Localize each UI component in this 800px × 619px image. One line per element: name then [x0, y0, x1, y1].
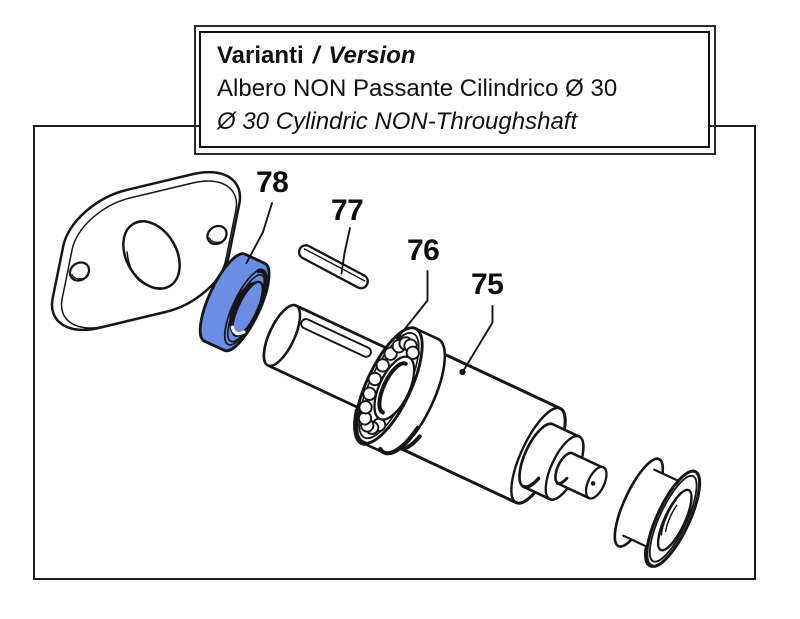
- leader-76: [395, 270, 429, 341]
- title-line-variant: Varianti / Version: [217, 39, 708, 72]
- title-line-italian: Albero NON Passante Cilindrico Ø 30: [217, 75, 618, 102]
- key-77: [297, 244, 369, 290]
- title-box-shadow-border: [194, 25, 716, 155]
- part-label-76: 76: [407, 234, 440, 267]
- title-box: Varianti / Version Albero NON Passante Cil…: [199, 31, 710, 148]
- title-varianti: Varianti: [217, 42, 304, 69]
- flange-bolt-hole-top: [206, 224, 228, 246]
- title-version: Version: [328, 42, 416, 69]
- leader-78: [245, 202, 273, 264]
- part-label-75: 75: [471, 268, 504, 301]
- title-line-english: Ø 30 Cylindric NON-Throughshaft: [217, 108, 578, 135]
- leader-dot-75: [459, 368, 466, 376]
- shaft-end-face: [584, 465, 608, 500]
- bearing-76: [353, 326, 447, 456]
- keyway-slot: [300, 318, 372, 358]
- part-label-77: 77: [331, 194, 364, 227]
- leader-77: [340, 227, 351, 275]
- bearing-balls: [357, 336, 420, 435]
- title-separator: /: [312, 42, 320, 69]
- part-label-78: 78: [256, 166, 289, 199]
- leader-dot-76: [395, 333, 402, 341]
- flange-plate: [44, 161, 248, 341]
- flange-bolt-hole-bottom: [68, 261, 91, 282]
- leader-75: [459, 305, 494, 376]
- shaft-center-hole: [590, 481, 596, 486]
- end-ring: [613, 457, 702, 568]
- bearing-inner-race: [373, 355, 416, 421]
- seal-78: [198, 252, 271, 353]
